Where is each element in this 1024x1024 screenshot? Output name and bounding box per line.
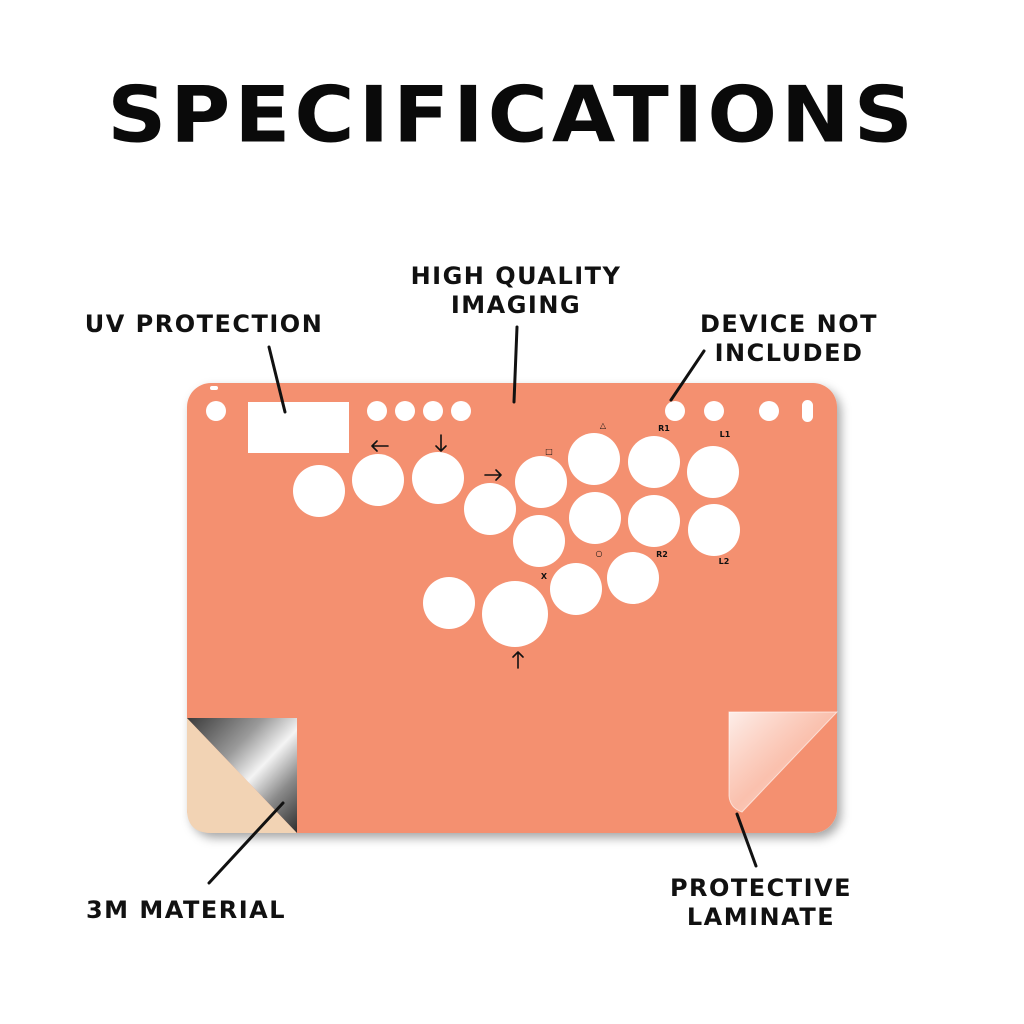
button-hole-right-dir	[464, 483, 516, 535]
arrow-left-icon	[371, 440, 389, 452]
small-button-hole	[665, 401, 685, 421]
small-button-hole	[704, 401, 724, 421]
small-button-hole	[395, 401, 415, 421]
pointer-laminate	[735, 812, 758, 868]
button-hole-r2	[628, 495, 680, 547]
button-hole-extra-1	[550, 563, 602, 615]
pointer-imaging	[512, 325, 519, 404]
laminate-flap	[728, 711, 839, 813]
button-hole-l2	[688, 504, 740, 556]
small-button-hole	[451, 401, 471, 421]
callout-imaging-line1: HIGH QUALITY	[410, 262, 622, 290]
callout-uv-text: UV PROTECTION	[84, 310, 324, 338]
button-hole-square	[515, 456, 567, 508]
label-l1: L1	[720, 430, 731, 439]
small-button-hole	[759, 401, 779, 421]
switch-slot	[802, 400, 813, 422]
pointer-device	[669, 349, 706, 402]
callout-3m-material: 3M MATERIAL	[66, 896, 306, 925]
button-hole-cross	[513, 515, 565, 567]
arrow-up-icon	[512, 651, 524, 669]
small-button-hole	[423, 401, 443, 421]
label-circle: ○	[596, 549, 603, 558]
top-slot	[210, 386, 218, 390]
label-l2: L2	[719, 557, 730, 566]
label-triangle: △	[600, 421, 607, 430]
pointer-uv	[267, 345, 287, 414]
callout-material-text: 3M MATERIAL	[85, 896, 287, 924]
screen-cutout	[248, 402, 349, 453]
button-holes	[293, 433, 740, 647]
peel-metal-flap	[187, 718, 297, 833]
arrow-right-icon	[484, 469, 502, 481]
label-cross: X	[541, 572, 548, 581]
page-title: SPECIFICATIONS	[107, 70, 917, 161]
callout-imaging-line2: IMAGING	[450, 291, 582, 319]
button-hole-down-dir	[412, 452, 464, 504]
small-button-hole	[367, 401, 387, 421]
button-hole-circle	[569, 492, 621, 544]
callout-laminate-line1: PROTECTIVE	[669, 874, 853, 902]
callout-protective-laminate: PROTECTIVE LAMINATE	[656, 874, 866, 932]
label-r1: R1	[658, 424, 670, 433]
label-square: □	[545, 447, 553, 456]
button-hole-left-dir	[352, 454, 404, 506]
button-hole-r1	[628, 436, 680, 488]
arrow-down-icon	[435, 434, 447, 452]
button-hole-lower-left	[423, 577, 475, 629]
button-hole-up	[482, 581, 548, 647]
label-r2: R2	[656, 550, 668, 559]
button-hole-l1	[687, 446, 739, 498]
callout-device-not-included: DEVICE NOT INCLUDED	[686, 310, 892, 368]
callout-high-quality-imaging: HIGH QUALITY IMAGING	[396, 262, 636, 320]
callout-uv-protection: UV PROTECTION	[84, 310, 324, 339]
callout-device-line2: INCLUDED	[714, 339, 864, 367]
top-hole-left	[206, 401, 226, 421]
button-hole-left	[293, 465, 345, 517]
callout-laminate-line2: LAMINATE	[686, 903, 836, 931]
button-hole-extra-2	[607, 552, 659, 604]
button-hole-triangle	[568, 433, 620, 485]
pointer-material	[207, 801, 285, 885]
callout-device-line1: DEVICE NOT	[699, 310, 879, 338]
